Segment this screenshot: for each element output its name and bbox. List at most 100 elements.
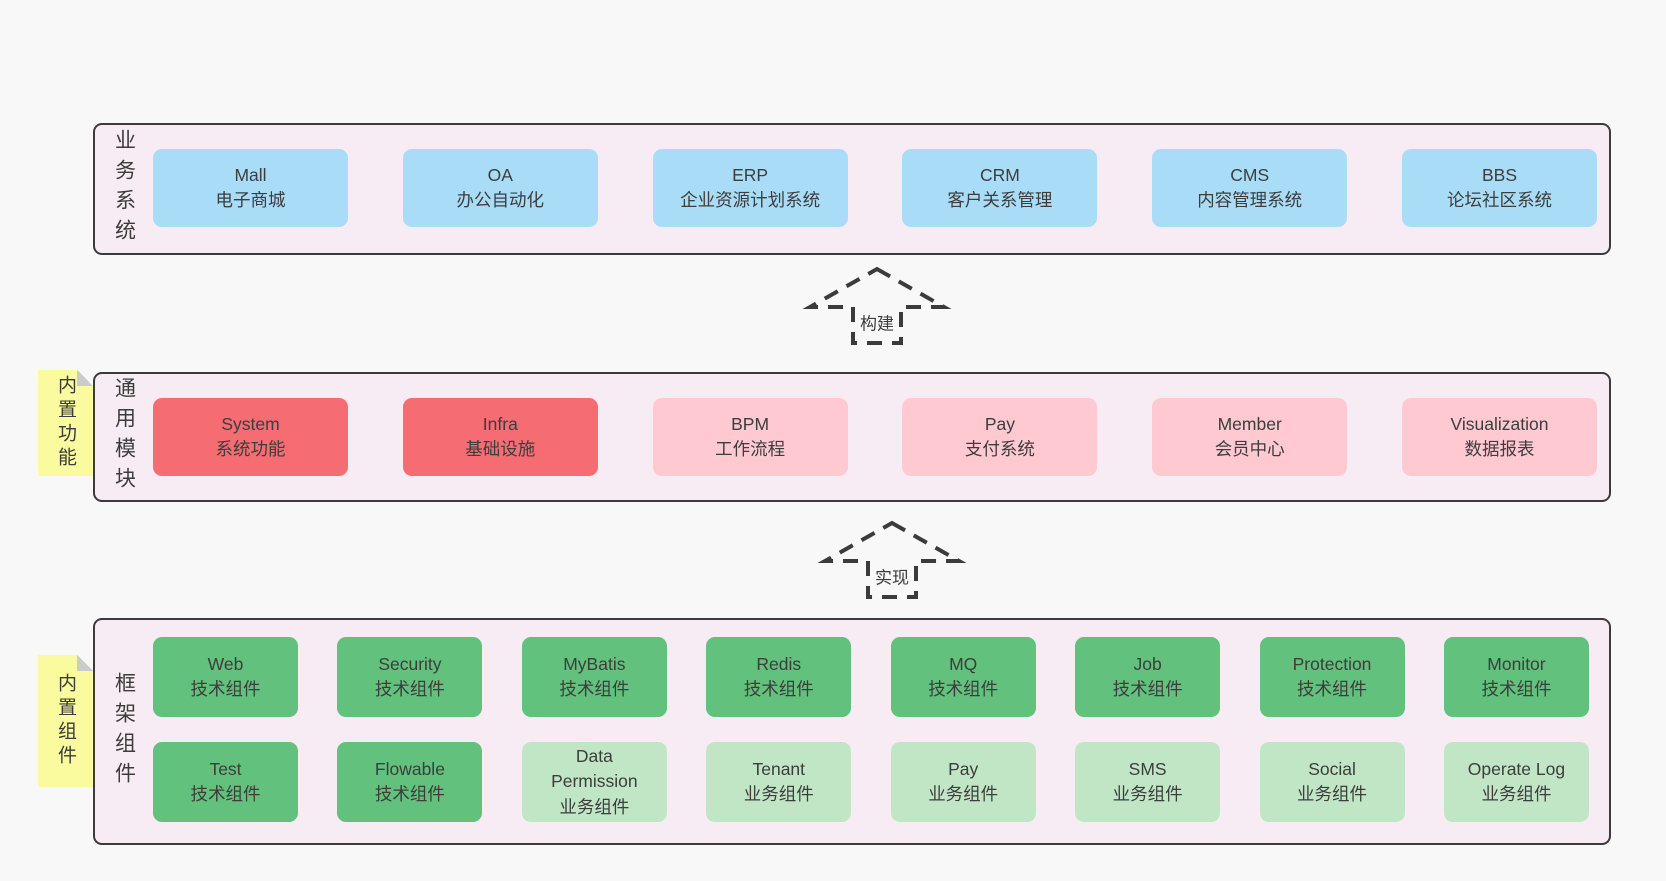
module-box-operate-log: Operate Log 业务组件 — [1443, 742, 1589, 822]
module-desc: 论坛社区系统 — [1446, 190, 1552, 210]
module-name: Job — [1133, 653, 1162, 674]
module-desc: 支付系统 — [964, 439, 1035, 459]
sticky-note-text: 内置组件 — [55, 673, 76, 769]
module-name: Test — [209, 758, 242, 779]
module-name: Web — [207, 653, 244, 674]
module-desc: 业务组件 — [928, 784, 999, 804]
module-box-system: System 系统功能 — [153, 398, 348, 476]
module-desc: 技术组件 — [1112, 679, 1183, 699]
module-box-mybatis: MyBatis 技术组件 — [521, 637, 667, 717]
module-desc: 基础设施 — [465, 439, 536, 459]
module-desc: 技术组件 — [743, 679, 814, 699]
module-name: Visualization — [1450, 413, 1549, 434]
module-name: Pay — [948, 758, 979, 779]
module-name: SMS — [1128, 758, 1167, 779]
module-desc: 办公自动化 — [456, 190, 545, 210]
module-name: OA — [487, 164, 513, 185]
layer-framework-components: 框架组件 Web 技术组件 Security 技术组件 MyBatis 技术组件… — [93, 618, 1611, 845]
module-desc: 会员中心 — [1214, 439, 1285, 459]
module-box-sms: SMS 业务组件 — [1075, 742, 1221, 822]
business-box-row: Mall 电子商城 OA 办公自动化 ERP 企业资源计划系统 CRM 客户关系… — [153, 149, 1597, 227]
module-desc: 企业资源计划系统 — [680, 190, 821, 210]
module-box-erp: ERP 企业资源计划系统 — [652, 149, 848, 227]
module-box-infra: Infra 基础设施 — [402, 398, 598, 476]
module-box-member: Member 会员中心 — [1152, 398, 1348, 476]
module-name: Infra — [482, 413, 518, 434]
module-desc: 系统功能 — [215, 439, 286, 459]
module-name: Protection — [1292, 653, 1372, 674]
module-name: Data Permission — [551, 745, 638, 792]
framework-box-row-2: Test 技术组件 Flowable 技术组件 Data Permission … — [153, 742, 1589, 822]
module-desc: 技术组件 — [559, 679, 630, 699]
layer-business-label: 业务系统 — [95, 125, 153, 253]
layer-common-content: System 系统功能 Infra 基础设施 BPM 工作流程 Pay 支付系统… — [153, 374, 1609, 500]
module-name: Flowable — [374, 758, 445, 779]
module-box-protection: Protection 技术组件 — [1259, 637, 1405, 717]
module-name: CRM — [979, 164, 1020, 185]
module-box-visualization: Visualization 数据报表 — [1401, 398, 1597, 476]
module-desc: 业务组件 — [743, 784, 814, 804]
layer-label-text: 框架组件 — [112, 671, 136, 792]
module-desc: 技术组件 — [190, 679, 261, 699]
layer-framework-label: 框架组件 — [95, 620, 153, 843]
module-desc: 技术组件 — [190, 784, 261, 804]
module-name: Mall — [234, 164, 267, 185]
module-box-data-permission: Data Permission 业务组件 — [521, 742, 667, 822]
module-name: Operate Log — [1467, 758, 1566, 779]
module-desc: 技术组件 — [928, 679, 999, 699]
up-arrow-build: 构建 — [802, 266, 952, 346]
layer-label-text: 通用模块 — [112, 377, 136, 497]
module-name: BPM — [731, 413, 770, 434]
module-box-crm: CRM 客户关系管理 — [902, 149, 1098, 227]
up-arrow-implement: 实现 — [817, 520, 967, 600]
module-box-flowable: Flowable 技术组件 — [337, 742, 483, 822]
module-desc: 业务组件 — [559, 796, 630, 817]
module-name: Security — [378, 653, 442, 674]
module-box-oa: OA 办公自动化 — [402, 149, 598, 227]
layer-business-content: Mall 电子商城 OA 办公自动化 ERP 企业资源计划系统 CRM 客户关系… — [153, 125, 1609, 253]
module-box-pay-biz: Pay 业务组件 — [890, 742, 1036, 822]
module-name: Member — [1217, 413, 1282, 434]
sticky-fold-corner — [77, 655, 93, 671]
module-desc: 工作流程 — [715, 439, 786, 459]
module-box-security: Security 技术组件 — [337, 637, 483, 717]
module-box-job: Job 技术组件 — [1075, 637, 1221, 717]
module-desc: 技术组件 — [374, 784, 445, 804]
sticky-note-builtin-functions: 内置功能 — [38, 370, 93, 476]
module-name: Monitor — [1487, 653, 1546, 674]
module-desc: 技术组件 — [1481, 679, 1552, 699]
arrow-build-label: 构建 — [856, 309, 898, 335]
module-name: Pay — [984, 413, 1015, 434]
module-box-test: Test 技术组件 — [153, 742, 298, 822]
module-desc: 电子商城 — [215, 190, 286, 210]
layer-common-label: 通用模块 — [95, 374, 153, 500]
up-arrow-dashed-icon — [802, 266, 952, 345]
common-box-row: System 系统功能 Infra 基础设施 BPM 工作流程 Pay 支付系统… — [153, 398, 1597, 476]
module-box-mall: Mall 电子商城 — [153, 149, 348, 227]
module-name: Social — [1308, 758, 1356, 779]
module-box-tenant: Tenant 业务组件 — [706, 742, 852, 822]
module-name: Tenant — [752, 758, 806, 779]
module-name: CMS — [1230, 164, 1270, 185]
module-box-web: Web 技术组件 — [153, 637, 298, 717]
module-box-bbs: BBS 论坛社区系统 — [1401, 149, 1597, 227]
module-name: BBS — [1481, 164, 1517, 185]
module-name: Redis — [756, 653, 802, 674]
sticky-fold-corner — [77, 370, 93, 386]
module-box-bpm: BPM 工作流程 — [652, 398, 848, 476]
arrow-implement-label: 实现 — [871, 563, 913, 589]
up-arrow-dashed-icon — [817, 520, 967, 599]
module-box-cms: CMS 内容管理系统 — [1152, 149, 1348, 227]
module-desc: 技术组件 — [1297, 679, 1368, 699]
layer-business-systems: 业务系统 Mall 电子商城 OA 办公自动化 ERP 企业资源计划系统 CRM… — [93, 123, 1611, 255]
module-desc: 业务组件 — [1112, 784, 1183, 804]
module-box-pay: Pay 支付系统 — [902, 398, 1098, 476]
layer-label-text: 业务系统 — [112, 129, 136, 249]
module-desc: 客户关系管理 — [947, 190, 1053, 210]
module-box-social: Social 业务组件 — [1259, 742, 1405, 822]
module-desc: 技术组件 — [374, 679, 445, 699]
framework-box-row-1: Web 技术组件 Security 技术组件 MyBatis 技术组件 Redi… — [153, 637, 1589, 717]
sticky-note-text: 内置功能 — [55, 375, 76, 471]
module-desc: 业务组件 — [1297, 784, 1368, 804]
module-desc: 业务组件 — [1481, 784, 1552, 804]
